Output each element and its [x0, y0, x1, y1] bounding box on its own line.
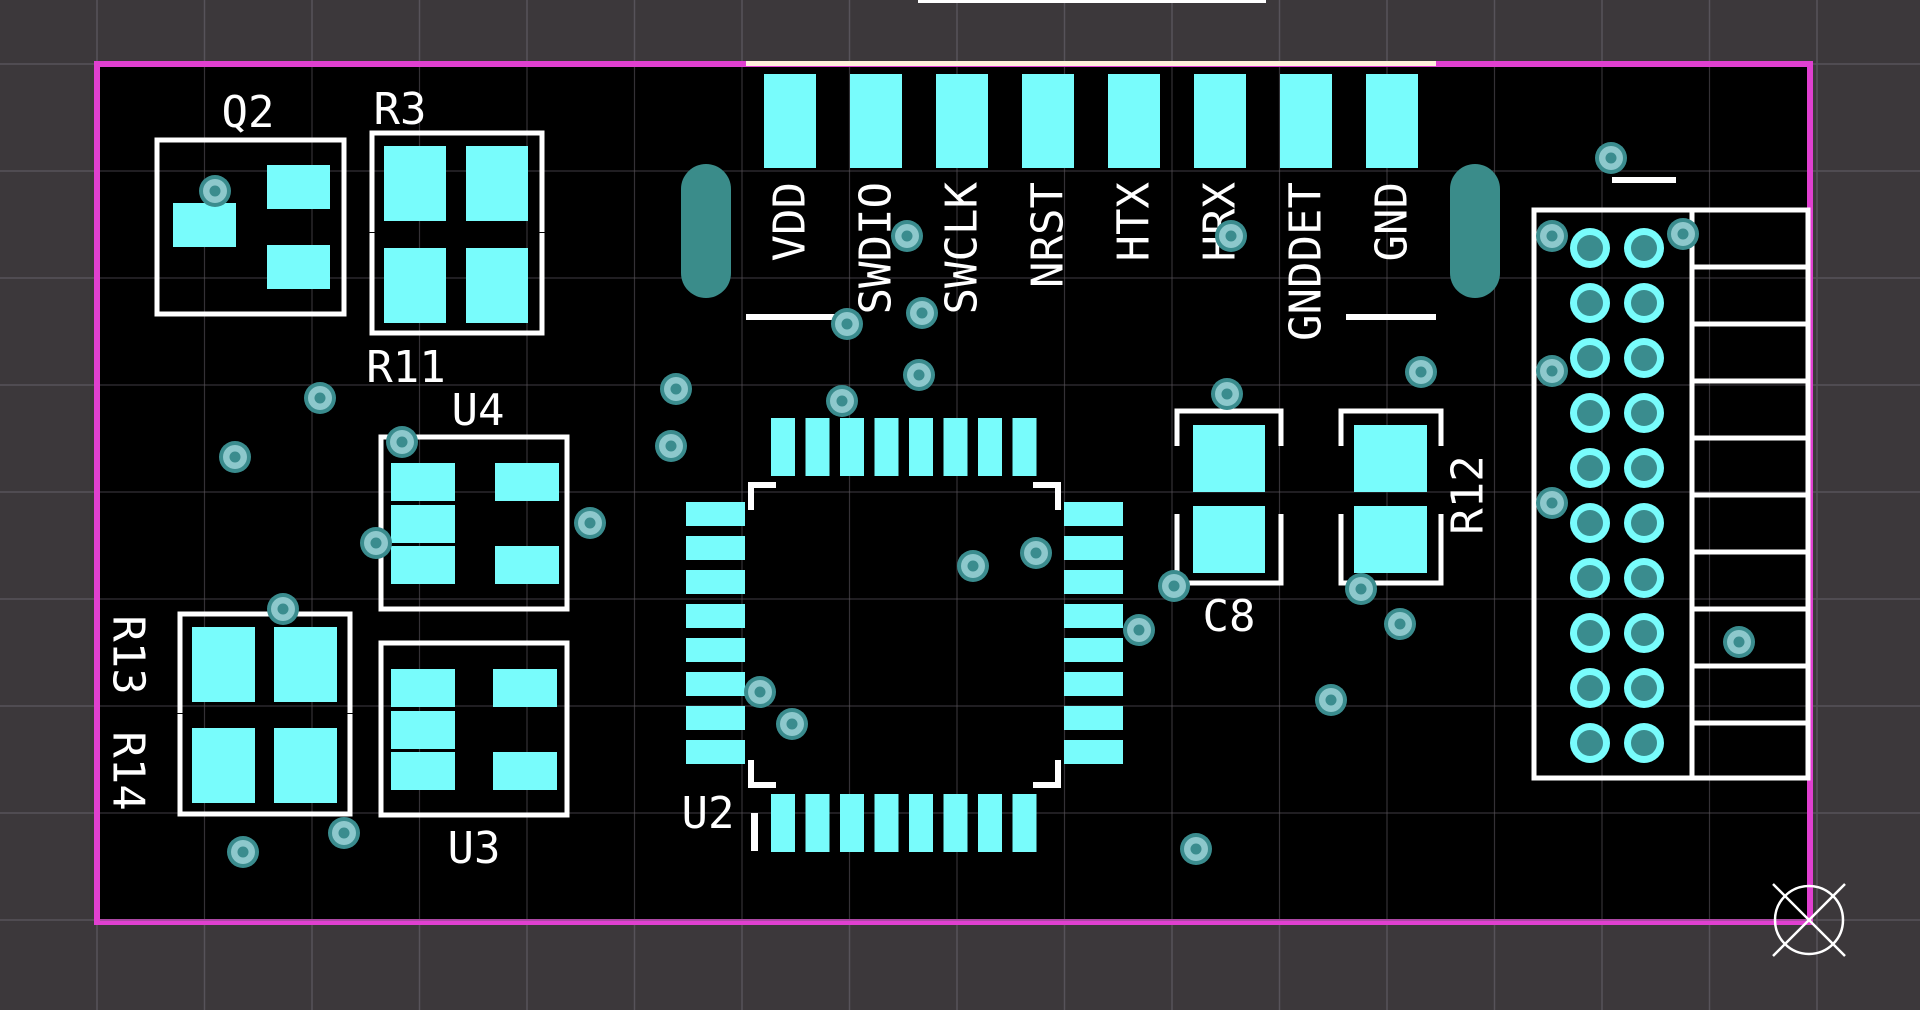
u2-pad-left[interactable] [686, 672, 745, 696]
u2-pad-right[interactable] [1064, 740, 1123, 764]
r14-label: R14 [103, 731, 154, 810]
u2-pad-right[interactable] [1064, 706, 1123, 730]
u2-pad-left[interactable] [686, 638, 745, 662]
component-q2[interactable]: Q2 [154, 87, 347, 317]
u2-pad-bottom[interactable] [978, 794, 1002, 852]
connector-slot-right [1450, 164, 1500, 298]
c8-label: C8 [1203, 591, 1256, 642]
component-u2[interactable]: U2 [682, 418, 1123, 852]
u2-pad-top[interactable] [771, 418, 795, 476]
u2-pad-top[interactable] [874, 418, 899, 476]
u2-pad-bottom[interactable] [874, 794, 899, 852]
connector-pad-htx[interactable] [1108, 74, 1160, 168]
component-c8[interactable]: C8 [1174, 408, 1284, 642]
u4-label: U4 [452, 385, 505, 436]
connector-pad-swclk[interactable] [936, 74, 988, 168]
u2-pad-right[interactable] [1064, 536, 1123, 560]
component-u4[interactable]: U4 [378, 385, 570, 612]
r11-label: R11 [366, 342, 445, 393]
connector-pad-gnd[interactable] [1366, 74, 1418, 168]
u2-pad-bottom[interactable] [805, 794, 830, 852]
u2-pad-right[interactable] [1064, 604, 1123, 628]
crosshair-icon[interactable] [1772, 883, 1846, 957]
connector-pin-label: GNDDET [1281, 182, 1332, 341]
r3-label: R3 [374, 84, 427, 135]
q2-pad-3[interactable] [267, 245, 330, 289]
u2-pad-right[interactable] [1064, 570, 1123, 594]
u2-pad-bottom[interactable] [771, 794, 795, 852]
u2-pad-bottom[interactable] [1012, 794, 1037, 852]
connector-pin-label: HTX [1109, 182, 1160, 262]
connector-pad-nrst[interactable] [1022, 74, 1074, 168]
connector-pin-label: NRST [1023, 182, 1074, 288]
connector-slot-left [681, 164, 731, 298]
u2-pad-left[interactable] [686, 740, 745, 764]
q2-pad-1[interactable] [173, 203, 236, 247]
component-r3-r11[interactable]: R3 R11 [366, 84, 545, 393]
q2-pad-2[interactable] [267, 165, 330, 209]
u2-pad-left[interactable] [686, 604, 745, 628]
u3-label: U3 [448, 823, 501, 874]
selection-highlight [918, 0, 1266, 3]
component-u3[interactable]: U3 [378, 640, 570, 874]
connector-pin-label: SWDIO [851, 182, 902, 314]
component-r13-r14[interactable]: R13 R14 [103, 611, 353, 817]
u2-pad-bottom[interactable] [943, 794, 968, 852]
connector-pad-vdd[interactable] [764, 74, 816, 168]
u2-label: U2 [682, 788, 735, 839]
u2-pad-top[interactable] [943, 418, 968, 476]
component-r12[interactable]: R12 [1338, 408, 1494, 586]
u2-pad-bottom[interactable] [840, 794, 864, 852]
connector-pin-label: SWCLK [937, 181, 988, 314]
r12-label: R12 [1443, 455, 1494, 534]
connector-edge-highlight [746, 61, 1436, 66]
u2-pad-left[interactable] [686, 706, 745, 730]
connector-pad-gnddet[interactable] [1280, 74, 1332, 168]
component-pin-header[interactable] [1531, 177, 1811, 781]
u2-pad-left[interactable] [686, 570, 745, 594]
u2-pad-left[interactable] [686, 502, 745, 526]
connector-pin-label: VDD [765, 182, 816, 261]
q2-label: Q2 [222, 87, 275, 138]
u2-pad-top[interactable] [909, 418, 933, 476]
vias [199, 142, 1755, 868]
r13-label: R13 [103, 615, 154, 694]
u2-pad-left[interactable] [686, 536, 745, 560]
u2-pad-right[interactable] [1064, 638, 1123, 662]
u2-pad-right[interactable] [1064, 672, 1123, 696]
connector-pad-hrx[interactable] [1194, 74, 1246, 168]
connector-pad-swdio[interactable] [850, 74, 902, 168]
u2-pad-top[interactable] [805, 418, 830, 476]
connector-pin-label: GND [1367, 182, 1418, 261]
u2-pad-top[interactable] [978, 418, 1002, 476]
u2-pad-top[interactable] [1012, 418, 1037, 476]
u2-pad-top[interactable] [840, 418, 864, 476]
u2-pad-right[interactable] [1064, 502, 1123, 526]
u2-pad-bottom[interactable] [909, 794, 933, 852]
